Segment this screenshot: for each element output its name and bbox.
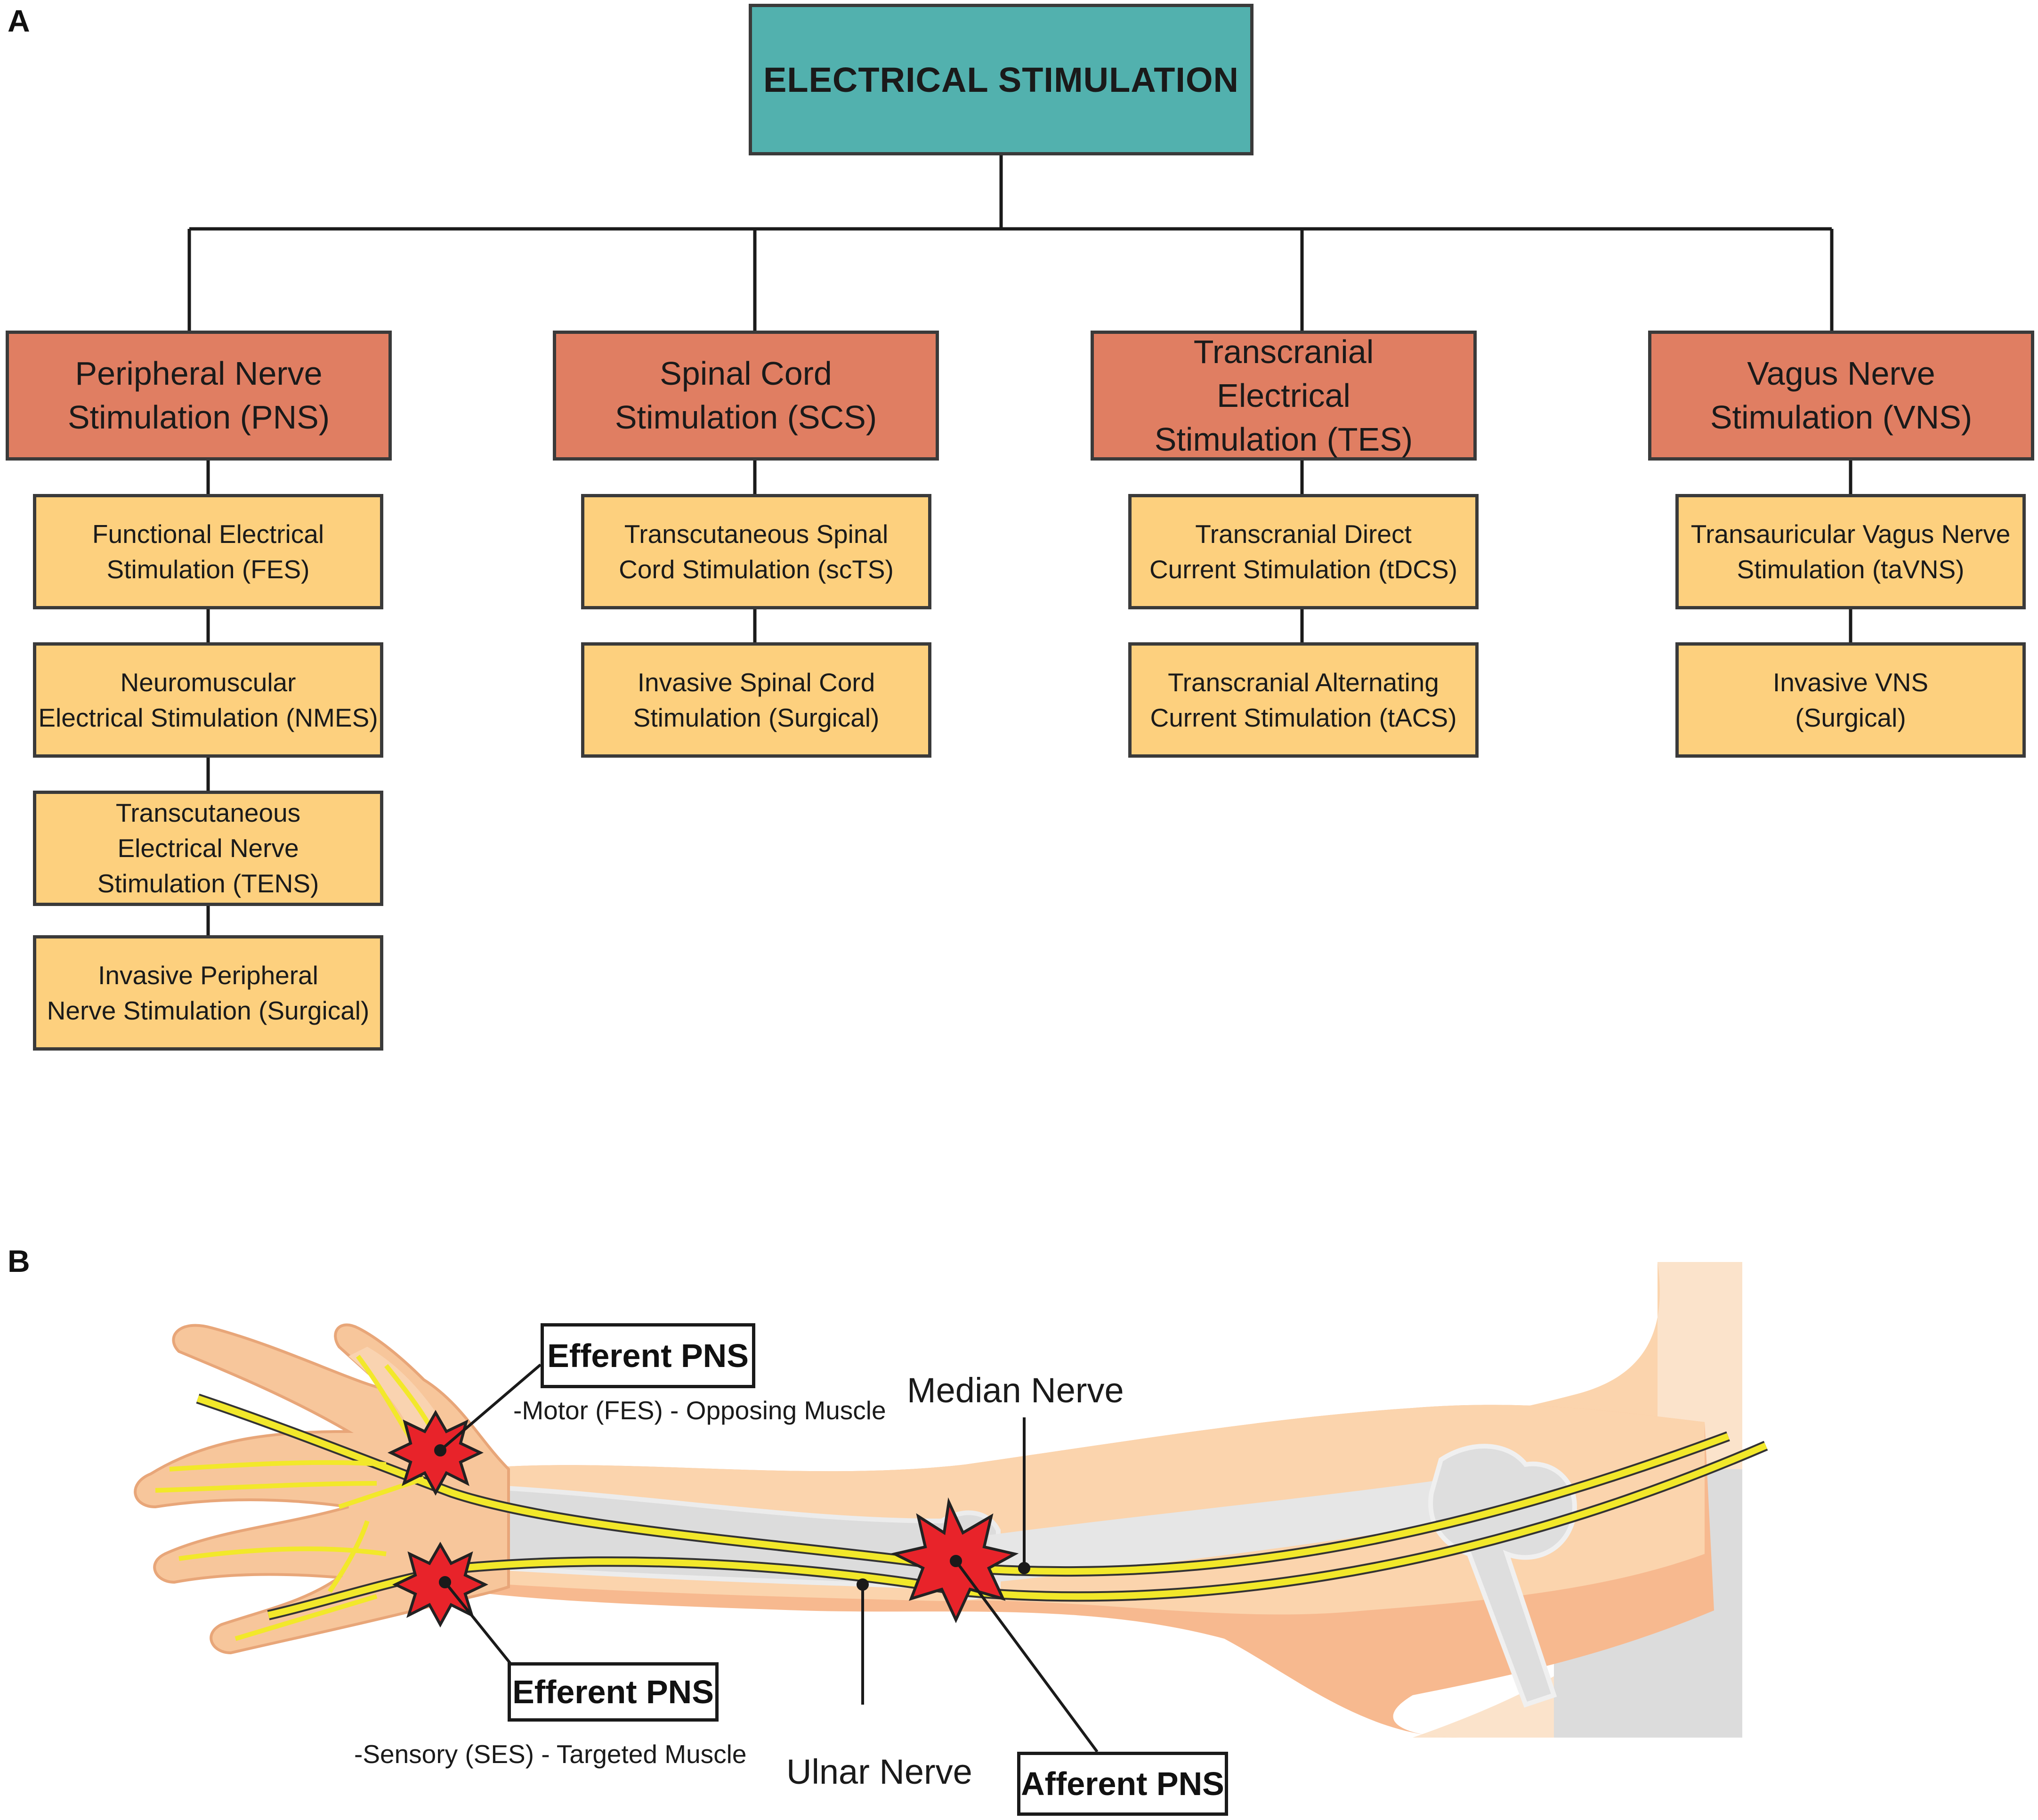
elbow-joint — [1428, 1444, 1577, 1708]
category-pns: Peripheral Nerve Stimulation (PNS) — [6, 331, 392, 461]
item-tacs: Transcranial Alternating Current Stimula… — [1128, 642, 1479, 758]
ulnar-nerve-label: Ulnar Nerve — [786, 1752, 972, 1791]
category-vns: Vagus Nerve Stimulation (VNS) — [1648, 331, 2034, 461]
item-invasive-vns: Invasive VNS (Surgical) — [1675, 642, 2026, 758]
panel-a-letter: A — [8, 3, 30, 38]
category-scs: Spinal Cord Stimulation (SCS) — [553, 331, 939, 461]
item-invasive-scs: Invasive Spinal Cord Stimulation (Surgic… — [581, 642, 931, 758]
humerus-bone — [989, 1479, 1460, 1582]
item-tens: Transcutaneous Electrical Nerve Stimulat… — [33, 791, 383, 906]
efferent-top-description: -Motor (FES) - Opposing Muscle — [513, 1396, 886, 1425]
thumb-shape — [348, 1347, 443, 1441]
median-nerve-label: Median Nerve — [907, 1371, 1124, 1410]
category-tes: Transcranial Electrical Stimulation (TES… — [1091, 331, 1477, 461]
tree-connectors — [187, 154, 1852, 935]
item-tavns: Transauricular Vagus Nerve Stimulation (… — [1675, 494, 2026, 609]
efferent-pns-top-tag: Efferent PNS — [541, 1323, 755, 1388]
efferent-pns-bottom-tag: Efferent PNS — [508, 1662, 719, 1722]
afferent-pns-tag: Afferent PNS — [1017, 1752, 1228, 1816]
panel-b-letter: B — [8, 1244, 30, 1278]
item-tdcs: Transcranial Direct Current Stimulation … — [1128, 494, 1479, 609]
item-nmes: Neuromuscular Electrical Stimulation (NM… — [33, 642, 383, 758]
item-invasive-pns: Invasive Peripheral Nerve Stimulation (S… — [33, 935, 383, 1051]
item-scts: Transcutaneous Spinal Cord Stimulation (… — [581, 494, 931, 609]
root-node: ELECTRICAL STIMULATION — [749, 4, 1254, 155]
item-fes: Functional Electrical Stimulation (FES) — [33, 494, 383, 609]
efferent-bottom-description: -Sensory (SES) - Targeted Muscle — [354, 1739, 747, 1769]
